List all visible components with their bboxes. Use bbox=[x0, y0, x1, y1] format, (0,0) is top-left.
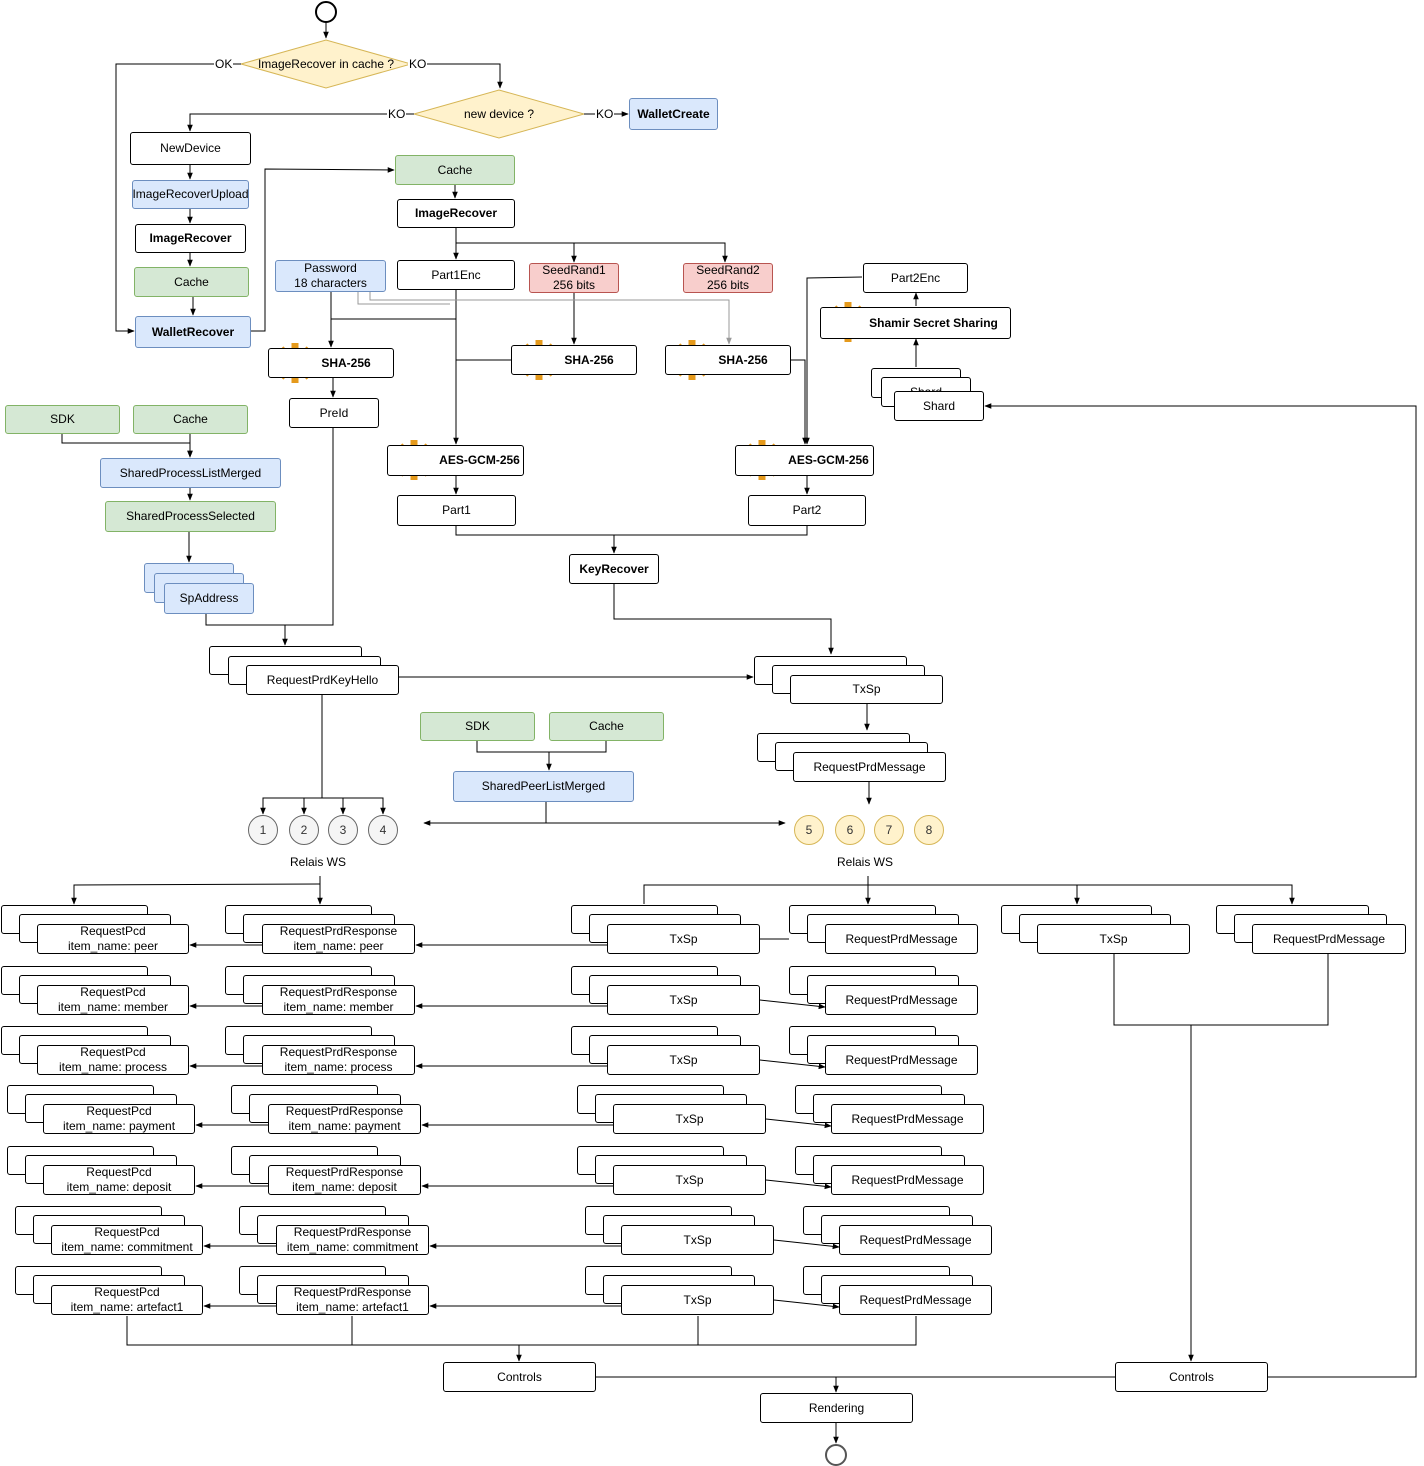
edge-label-ok: OK bbox=[214, 57, 234, 71]
sdk-node: SDK bbox=[5, 405, 120, 434]
relais-node: 8 bbox=[914, 815, 944, 845]
shard-node: Shard bbox=[894, 391, 984, 421]
txsp-node: TxSp bbox=[607, 1045, 760, 1075]
relais-ws-label: Relais WS bbox=[837, 855, 894, 869]
key-recover-node: KeyRecover bbox=[569, 554, 659, 584]
image-recover-node: ImageRecover bbox=[135, 224, 246, 253]
preid-node: PreId bbox=[289, 398, 379, 428]
request-prd-message-node: RequestPrdMessage bbox=[1252, 924, 1406, 954]
request-pcd-node: RequestPcd item_name: process bbox=[37, 1045, 189, 1075]
request-prd-message-node: RequestPrdMessage bbox=[831, 1165, 984, 1195]
request-pcd-node: RequestPcd item_name: peer bbox=[37, 924, 189, 954]
wallet-recover-node: WalletRecover bbox=[135, 316, 251, 348]
relais-node: 6 bbox=[835, 815, 865, 845]
request-pcd-node: RequestPcd item_name: member bbox=[37, 985, 189, 1015]
relais-node: 5 bbox=[794, 815, 824, 845]
request-pcd-node: RequestPcd item_name: payment bbox=[43, 1104, 195, 1134]
edge-label-ko: KO bbox=[595, 107, 615, 121]
decision-cache: ImageRecover in cache ? bbox=[257, 57, 395, 71]
sha256-node: SHA-256 bbox=[665, 345, 791, 375]
request-prd-response-node: RequestPrdResponse item_name: deposit bbox=[268, 1165, 421, 1195]
decision-new-device: new device ? bbox=[463, 107, 535, 121]
txsp-node: TxSp bbox=[621, 1285, 774, 1315]
cache-node: Cache bbox=[395, 155, 515, 185]
request-prd-response-node: RequestPrdResponse item_name: process bbox=[262, 1045, 415, 1075]
part2-node: Part2 bbox=[748, 495, 866, 526]
txsp-node: TxSp bbox=[607, 985, 760, 1015]
relais-node: 4 bbox=[368, 815, 398, 845]
cache-node: Cache bbox=[549, 712, 664, 741]
part2enc-node: Part2Enc bbox=[863, 263, 968, 293]
request-prd-message-node: RequestPrdMessage bbox=[839, 1225, 992, 1255]
request-prd-message-node: RequestPrdMessage bbox=[839, 1285, 992, 1315]
shared-process-selected-node: SharedProcessSelected bbox=[105, 501, 276, 532]
cache-node: Cache bbox=[133, 405, 248, 434]
aes-gcm-256-node: AES-GCM-256 bbox=[735, 445, 874, 476]
sha256-node: SHA-256 bbox=[511, 345, 637, 375]
shared-process-list-merged-node: SharedProcessListMerged bbox=[100, 458, 281, 488]
rendering-node: Rendering bbox=[760, 1393, 913, 1423]
part1enc-node: Part1Enc bbox=[397, 260, 515, 290]
request-pcd-node: RequestPcd item_name: artefact1 bbox=[51, 1285, 203, 1315]
seedrand2-node: SeedRand2 256 bits bbox=[683, 263, 773, 293]
relais-node: 2 bbox=[289, 815, 319, 845]
sp-address-node: SpAddress bbox=[164, 583, 254, 614]
edge-label-ko: KO bbox=[387, 107, 407, 121]
txsp-node: TxSp bbox=[1037, 924, 1190, 954]
request-prd-response-node: RequestPrdResponse item_name: member bbox=[262, 985, 415, 1015]
sha256-node: SHA-256 bbox=[268, 348, 394, 378]
relais-node: 1 bbox=[248, 815, 278, 845]
txsp-node: TxSp bbox=[790, 675, 943, 704]
request-prd-message-node: RequestPrdMessage bbox=[825, 1045, 978, 1075]
request-pcd-node: RequestPcd item_name: deposit bbox=[43, 1165, 195, 1195]
txsp-node: TxSp bbox=[621, 1225, 774, 1255]
request-prd-message-node: RequestPrdMessage bbox=[825, 985, 978, 1015]
aes-gcm-256-node: AES-GCM-256 bbox=[387, 445, 524, 476]
request-prd-response-node: RequestPrdResponse item_name: artefact1 bbox=[276, 1285, 429, 1315]
txsp-node: TxSp bbox=[607, 924, 760, 954]
request-prd-response-node: RequestPrdResponse item_name: payment bbox=[268, 1104, 421, 1134]
request-pcd-node: RequestPcd item_name: commitment bbox=[51, 1225, 203, 1255]
request-prd-key-hello-node: RequestPrdKeyHello bbox=[246, 665, 399, 695]
edge-label-ko: KO bbox=[408, 57, 428, 71]
wallet-create-node: WalletCreate bbox=[629, 98, 718, 130]
controls-node: Controls bbox=[443, 1362, 596, 1392]
shared-peer-list-merged-node: SharedPeerListMerged bbox=[453, 771, 634, 802]
sdk-node: SDK bbox=[420, 712, 535, 741]
seedrand1-node: SeedRand1 256 bits bbox=[529, 263, 619, 293]
relais-node: 7 bbox=[874, 815, 904, 845]
part1-node: Part1 bbox=[397, 495, 516, 526]
relais-node: 3 bbox=[328, 815, 358, 845]
txsp-node: TxSp bbox=[613, 1165, 766, 1195]
request-prd-response-node: RequestPrdResponse item_name: commitment bbox=[276, 1225, 429, 1255]
end-node bbox=[825, 1444, 847, 1466]
request-prd-response-node: RequestPrdResponse item_name: peer bbox=[262, 924, 415, 954]
txsp-node: TxSp bbox=[613, 1104, 766, 1134]
request-prd-message-node: RequestPrdMessage bbox=[793, 752, 946, 782]
image-recover-node: ImageRecover bbox=[397, 199, 515, 228]
shamir-secret-sharing-node: Shamir Secret Sharing bbox=[820, 307, 1011, 339]
relais-ws-label: Relais WS bbox=[290, 855, 347, 869]
start-node bbox=[315, 1, 337, 23]
password-node: Password 18 characters bbox=[275, 260, 386, 292]
new-device-node: NewDevice bbox=[130, 132, 251, 165]
request-prd-message-node: RequestPrdMessage bbox=[825, 924, 978, 954]
image-recover-upload-node: ImageRecoverUpload bbox=[132, 180, 249, 209]
request-prd-message-node: RequestPrdMessage bbox=[831, 1104, 984, 1134]
cache-node: Cache bbox=[134, 267, 249, 297]
controls-node: Controls bbox=[1115, 1362, 1268, 1392]
